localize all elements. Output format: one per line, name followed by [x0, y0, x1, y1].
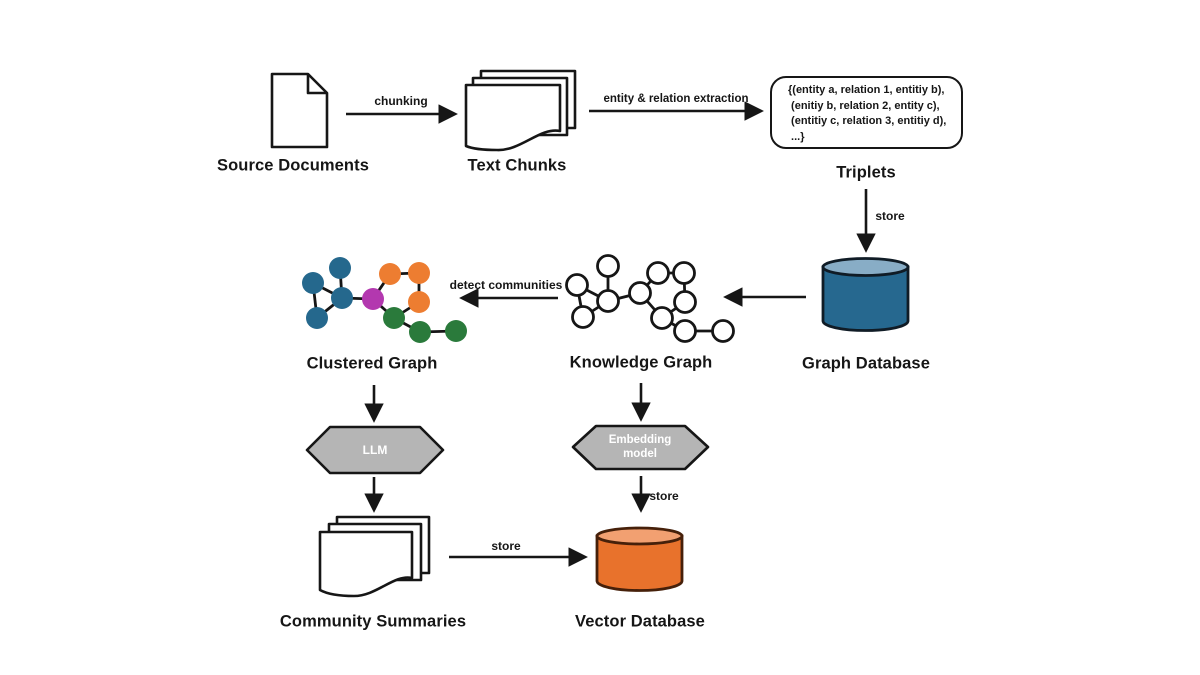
- text-chunks-stack-icon: [464, 69, 577, 152]
- vector-database-label: Vector Database: [575, 612, 705, 631]
- clustered-graph-node-orange: [408, 291, 430, 313]
- knowledge-graph-node: [650, 306, 674, 330]
- clustered-graph-node-orange: [379, 263, 401, 285]
- knowledge-graph-figure: [565, 254, 735, 343]
- clustered-graph-node-green: [383, 307, 405, 329]
- entity-relation-extraction-edge-label: entity & relation extraction: [603, 93, 749, 105]
- clustered-graph-node-blue: [329, 257, 351, 279]
- clustered-graph-figure: [302, 257, 467, 343]
- embedding-model-label-line1: Embedding: [608, 434, 672, 446]
- vector-database-icon: [595, 526, 684, 592]
- embedding-model-label: Embedding model: [609, 433, 672, 461]
- clustered-graph-node-blue: [306, 307, 328, 329]
- knowledge-graph-node: [596, 254, 620, 278]
- triplet-line: {(entity a, relation 1, entitiy b),: [788, 84, 945, 96]
- knowledge-graph-node: [628, 281, 652, 305]
- clustered-graph-node-purple: [362, 288, 384, 310]
- text-chunks-label: Text Chunks: [467, 156, 567, 175]
- triplet-line: ...}: [788, 130, 805, 143]
- detect-communities-edge-label: detect communities: [449, 278, 563, 292]
- llm-hexagon-icon: [305, 425, 445, 475]
- clustered-graph-node-green: [445, 320, 467, 342]
- clustered-graph-node-orange: [408, 262, 430, 284]
- source-documents-label: Source Documents: [217, 156, 369, 175]
- clustered-graph-label: Clustered Graph: [306, 354, 438, 373]
- triplets-box: {(entity a, relation 1, entitiy b), (eni…: [770, 76, 963, 149]
- embedding-model-hexagon-icon: [571, 424, 710, 471]
- clustered-graph-node-green: [409, 321, 431, 343]
- source-document-icon: [270, 72, 329, 149]
- store-embedding-edge-label: store: [649, 489, 679, 503]
- graph-database-icon: [821, 257, 910, 332]
- knowledge-graph-label: Knowledge Graph: [569, 353, 713, 372]
- chunking-edge-label: chunking: [374, 94, 428, 108]
- clustered-graph-node-blue: [331, 287, 353, 309]
- community-summaries-stack-icon: [318, 515, 431, 598]
- knowledge-graph-node: [596, 289, 620, 313]
- knowledge-graph-node: [673, 319, 697, 343]
- knowledge-graph-node: [711, 319, 735, 343]
- clustered-graph-node-blue: [302, 272, 324, 294]
- triplet-line: (entitiy c, relation 3, entitiy d),: [788, 115, 947, 127]
- llm-label: LLM: [362, 443, 388, 457]
- knowledge-graph-node: [571, 305, 595, 329]
- graph-database-label: Graph Database: [802, 354, 930, 373]
- store-triplets-edge-label: store: [875, 209, 905, 223]
- triplets-label: Triplets: [836, 163, 896, 182]
- knowledge-graph-node: [565, 273, 589, 297]
- embedding-model-label-line2: model: [623, 448, 657, 460]
- knowledge-graph-node: [673, 290, 697, 314]
- arrows: [346, 101, 876, 567]
- knowledge-graph-node: [646, 261, 670, 285]
- community-summaries-label: Community Summaries: [279, 612, 467, 631]
- triplet-line: (enitiy b, relation 2, entity c),: [788, 99, 940, 112]
- knowledge-graph-node: [672, 261, 696, 285]
- store-summaries-edge-label: store: [491, 539, 521, 553]
